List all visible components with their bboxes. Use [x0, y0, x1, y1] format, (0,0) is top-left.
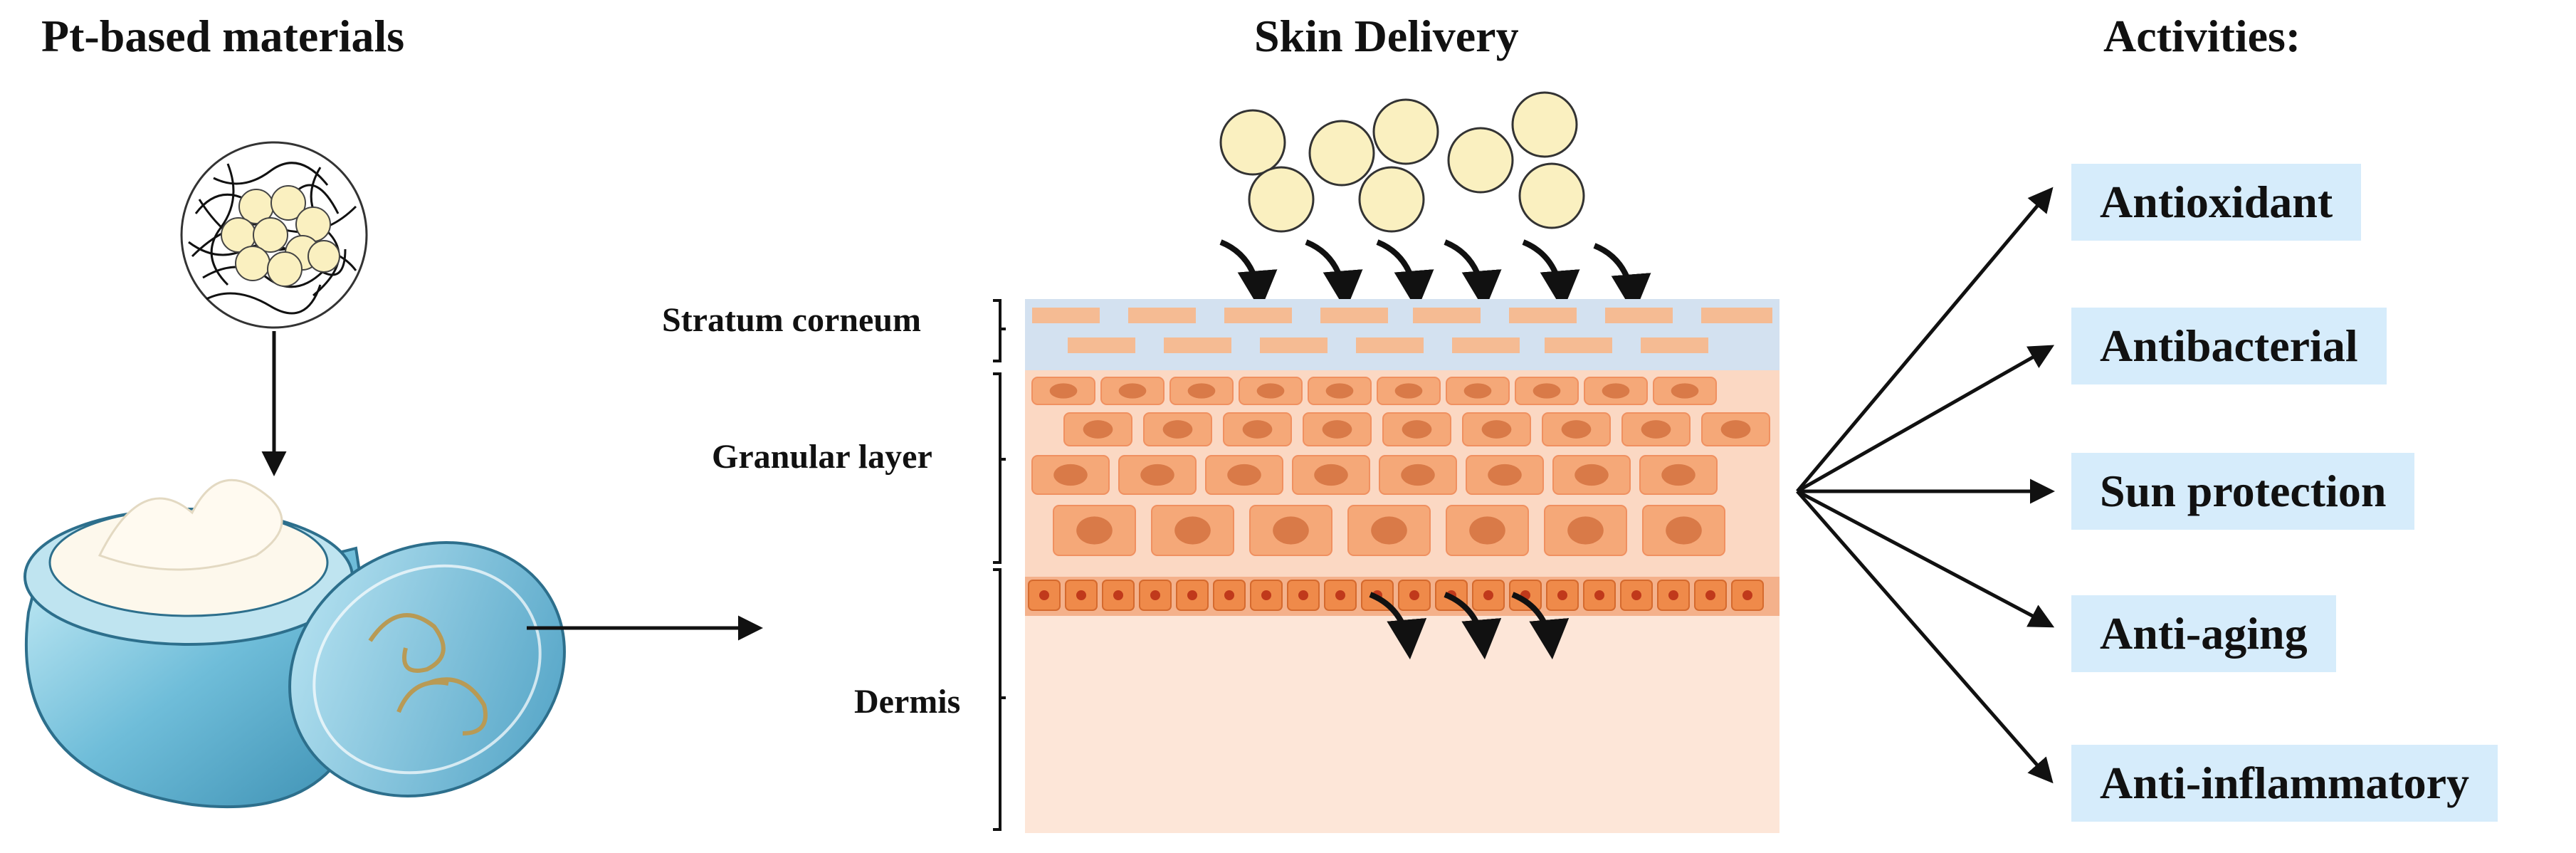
activity-antibacterial: Antibacterial [2071, 308, 2387, 384]
basal-nucleus [1631, 590, 1641, 600]
cell-nucleus [1561, 420, 1592, 439]
cell-nucleus [1227, 464, 1261, 486]
stratum-corneum-label: Stratum corneum [662, 301, 921, 339]
cream-jar-icon [23, 478, 566, 809]
cell-nucleus [1402, 420, 1432, 439]
basal-nucleus [1261, 590, 1271, 600]
basal-nucleus [1298, 590, 1308, 600]
cell-nucleus [1567, 516, 1604, 545]
activity-anti-inflammatory: Anti-inflammatory [2071, 745, 2498, 822]
basal-nucleus [1594, 590, 1604, 600]
dermis-label: Dermis [854, 683, 961, 721]
layer-brackets [993, 299, 1006, 831]
cell-nucleus [1076, 516, 1113, 545]
activity-sun-protection: Sun protection [2071, 453, 2415, 530]
cell-nucleus [1533, 383, 1561, 399]
basal-nucleus [1076, 590, 1086, 600]
cell-nucleus [1469, 516, 1505, 545]
basal-nucleus [1335, 590, 1345, 600]
cell-nucleus [1273, 516, 1309, 545]
basal-nucleus [1742, 590, 1752, 600]
cell-nucleus [1661, 464, 1696, 486]
pt-nanoparticle-icon [180, 141, 368, 329]
basal-nucleus [1224, 590, 1234, 600]
basal-nucleus [1668, 590, 1678, 600]
cell-nucleus [1371, 516, 1407, 545]
materials-title: Pt-based materials [41, 11, 405, 61]
cell-nucleus [1174, 516, 1211, 545]
basal-nucleus [1039, 590, 1049, 600]
skin-section [1025, 299, 1779, 833]
cell-nucleus [1118, 383, 1147, 399]
basal-nucleus [1187, 590, 1197, 600]
cell-nucleus [1641, 420, 1671, 439]
cell-nucleus [1049, 383, 1078, 399]
basal-nucleus [1150, 590, 1160, 600]
cell-nucleus [1401, 464, 1435, 486]
basal-nucleus [1705, 590, 1715, 600]
cell-nucleus [1187, 383, 1216, 399]
activities-title: Activities: [2103, 11, 2301, 61]
activity-arrows [1796, 187, 2055, 784]
cell-nucleus [1671, 383, 1699, 399]
basal-nucleus [1409, 590, 1419, 600]
cell-nucleus [1325, 383, 1354, 399]
dermis-layer [1025, 616, 1779, 833]
cell-nucleus [1053, 464, 1088, 486]
cell-nucleus [1083, 420, 1113, 439]
basal-nucleus [1113, 590, 1123, 600]
cell-nucleus [1666, 516, 1702, 545]
cell-nucleus [1574, 464, 1609, 486]
cell-nucleus [1481, 420, 1512, 439]
cell-nucleus [1256, 383, 1285, 399]
cell-nucleus [1162, 420, 1193, 439]
granular-layer-label: Granular layer [712, 438, 932, 476]
cell-nucleus [1140, 464, 1174, 486]
cell-nucleus [1242, 420, 1273, 439]
activity-antioxidant: Antioxidant [2071, 164, 2362, 241]
cell-nucleus [1322, 420, 1352, 439]
basal-nucleus [1483, 590, 1493, 600]
delivery-title: Skin Delivery [1254, 11, 1519, 61]
penetration-arrows-dermis [1369, 592, 1570, 660]
cell-nucleus [1488, 464, 1522, 486]
cell-nucleus [1463, 383, 1492, 399]
penetration-arrows-top [1219, 239, 1651, 315]
cell-nucleus [1720, 420, 1751, 439]
activity-anti-aging: Anti-aging [2071, 595, 2336, 672]
cell-nucleus [1314, 464, 1348, 486]
basal-nucleus [1557, 590, 1567, 600]
cell-nucleus [1602, 383, 1630, 399]
cell-nucleus [1394, 383, 1423, 399]
particle-group [1219, 91, 1585, 233]
